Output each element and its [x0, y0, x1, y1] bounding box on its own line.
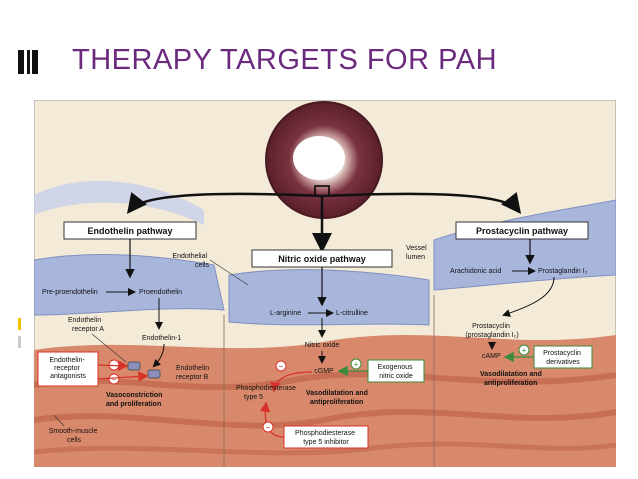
smooth-muscle-cells-label: Smooth-muscle cells: [49, 428, 100, 444]
therapy-pathway-figure: Endothelin pathway Nitric oxide pathway …: [33, 99, 617, 468]
slide-left-bar: [18, 50, 38, 74]
inhibit-minus-pde5: −: [279, 362, 284, 371]
vessel-lumen-line2: lumen: [406, 254, 425, 261]
exogenous-line2: nitric oxide: [379, 373, 413, 380]
prostacyclin-effect-line2: antiproliferation: [484, 380, 537, 387]
branch-arrow-right: [321, 192, 522, 214]
no-effect-line2: antiproliferation: [310, 399, 363, 406]
proendothelin-label: Proendothelin: [139, 289, 182, 296]
receptor-a-icon: [127, 361, 141, 371]
pde5-inhibitor-label: Phosphodiesterase type 5 inhibitor: [295, 430, 357, 446]
endothelin-1-label: Endothelin-1: [142, 335, 181, 342]
nitric-oxide-pathway-label: Nitric oxide pathway: [278, 254, 366, 264]
vessel-lumen-line1: Vessel: [406, 245, 427, 252]
stimulate-plus-prostacyclin: +: [522, 346, 527, 355]
vasoconstriction-line1: Vasoconstriction: [106, 392, 162, 399]
smooth-muscle-pointer: [53, 414, 65, 427]
prostacyclin-pathway-label: Prostacyclin pathway: [476, 226, 568, 236]
endothelial-cells-pointer: [209, 259, 249, 286]
vessel-lumen-center: [293, 136, 345, 180]
pde5-inhibitor-line1: Phosphodiesterase: [295, 430, 355, 437]
vasoconstriction-line2: and proliferation: [106, 401, 161, 408]
prostacyclin-line1: Prostacyclin: [472, 323, 510, 330]
pde5-inhibitor-line2: type 5 inhibitor: [303, 439, 349, 446]
nitric-oxide-label: Nitric oxide: [305, 342, 340, 349]
endothelin-pathway-label: Endothelin pathway: [87, 226, 172, 236]
antagonists-line1: Endothelin-: [49, 357, 85, 364]
pde5-degrade-arrow: [270, 371, 313, 393]
cgmp-label: cGMP: [314, 368, 334, 375]
inhibit-sign-pde5: [275, 360, 287, 372]
pde5-line2: type 5: [244, 394, 263, 401]
prostacyclin-line2: (prostaglandin I₂): [465, 332, 518, 339]
endothelial-cells-label: Endothelial cells: [172, 253, 209, 269]
no-effect-label: Vasodilatation and antiproliferation: [306, 390, 370, 406]
pde5-label: Phosphodiesterase type 5: [236, 385, 298, 401]
pre-proendothelin-label: Pre-proendothelin: [42, 289, 98, 296]
exogenous-line1: Exogenous: [378, 364, 414, 371]
receptor-b-line2: receptor B: [176, 374, 209, 381]
arachidonic-acid-label: Arachidonic acid: [450, 268, 501, 275]
receptor-b-icon: [147, 369, 161, 379]
smooth-muscle-layer: [34, 335, 616, 467]
vessel-lumen-label: Vessel lumen: [406, 245, 429, 261]
arrow-to-prostacyclin: [502, 276, 555, 317]
vasoconstriction-label: Vasoconstriction and proliferation: [106, 392, 164, 408]
prostaglandin-label: Prostaglandin I₂: [538, 268, 588, 275]
slide-title: THERAPY TARGETS FOR PAH: [72, 44, 498, 76]
inhibit-sign-receptor-b: [108, 373, 120, 385]
endothelium-left: [33, 254, 225, 316]
smooth-muscle-band-3: [33, 441, 617, 456]
l-arginine-label: L-arginine: [270, 310, 301, 317]
derivatives-line1: Prostacyclin: [543, 350, 581, 357]
inhibit-arrow-b: [97, 371, 149, 382]
stimulate-sign-prostacyclin: [518, 344, 530, 356]
endothelin-receptor-antagonists-box: [37, 351, 99, 387]
endothelial-cells-line1: Endothelial: [172, 253, 207, 260]
endothelin-receptor-a-label: Endothelin receptor A: [68, 317, 104, 333]
side-marker-yellow: [18, 318, 21, 330]
prostacyclin-effect-line1: Vasodilatation and: [480, 371, 542, 378]
inhibit-minus-b: −: [112, 375, 117, 384]
stimulate-sign-no: [350, 358, 362, 370]
prostacyclin-effect-label: Vasodilatation and antiproliferation: [480, 371, 544, 387]
l-citrulline-label: L-citrulline: [336, 310, 368, 317]
stimulate-plus-no: +: [354, 360, 359, 369]
inhibit-sign-pde5-inhibitor: [262, 421, 274, 433]
endothelin-receptor-b-label: Endothelin receptor B: [176, 365, 211, 381]
receptor-a-line1: Endothelin: [68, 317, 101, 324]
arrow-endothelin-1-to-receptor: [152, 343, 165, 368]
derivatives-line2: derivatives: [546, 359, 580, 366]
side-marker-gray: [18, 336, 21, 348]
inhibit-arrow-a: [97, 360, 129, 371]
smooth-muscle-line1: Smooth-muscle: [49, 428, 98, 435]
inhibit-minus-pde5-inhibitor: −: [266, 423, 271, 432]
endothelium-top-left: [34, 180, 204, 225]
prostacyclin-pathway-box: [455, 221, 589, 240]
no-effect-line1: Vasodilatation and: [306, 390, 368, 397]
smooth-muscle-line2: cells: [67, 437, 82, 444]
exogenous-no-label: Exogenous nitric oxide: [378, 364, 415, 380]
branch-arrow-left: [126, 192, 323, 214]
endothelin-receptor-antagonists-label: Endothelin- receptor antagonists: [49, 357, 86, 380]
antagonists-line2: receptor: [54, 365, 80, 372]
antagonists-line3: antagonists: [50, 373, 86, 380]
pde5-line1: Phosphodiesterase: [236, 385, 296, 392]
receptor-a-line2: receptor A: [72, 326, 104, 333]
receptor-b-line1: Endothelin: [176, 365, 209, 372]
endothelial-cells-line2: cells: [195, 262, 210, 269]
prostacyclin-derivatives-label: Prostacyclin derivatives: [543, 350, 583, 366]
smooth-muscle-band-2: [33, 409, 617, 429]
receptor-a-pointer: [91, 333, 127, 363]
prostacyclin-label: Prostacyclin (prostaglandin I₂): [465, 323, 518, 339]
endothelium-center: [228, 269, 430, 326]
camp-label: cAMP: [482, 353, 501, 360]
